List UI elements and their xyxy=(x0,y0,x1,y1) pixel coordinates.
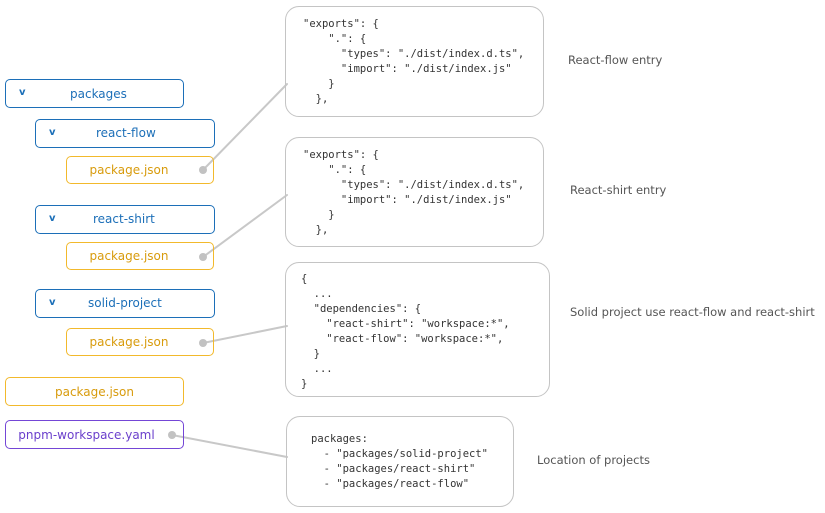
connector-react-flow xyxy=(202,83,288,171)
code-react-flow: "exports": { ".": { "types": "./dist/ind… xyxy=(303,18,525,105)
code-workspace: packages: - "packages/solid-project" - "… xyxy=(311,433,489,490)
code-box-workspace-packages: packages: - "packages/solid-project" - "… xyxy=(286,416,514,507)
code-box-react-shirt-exports: "exports": { ".": { "types": "./dist/ind… xyxy=(285,137,544,247)
chevron-down-icon: v xyxy=(49,297,56,308)
file-root-package-json[interactable]: package.json xyxy=(5,377,184,406)
anchor-dot-react-flow xyxy=(199,166,207,174)
folder-react-shirt[interactable]: v react-shirt xyxy=(35,205,215,234)
folder-react-flow[interactable]: v react-flow xyxy=(35,119,215,148)
anchor-dot-react-shirt xyxy=(199,253,207,261)
code-react-shirt: "exports": { ".": { "types": "./dist/ind… xyxy=(303,149,525,236)
anchor-dot-workspace xyxy=(168,431,176,439)
chevron-down-icon: v xyxy=(49,213,56,224)
chevron-down-icon: v xyxy=(49,127,56,138)
code-solid-project: { ... "dependencies": { "react-shirt": "… xyxy=(301,273,510,390)
file-label: package.json xyxy=(89,335,169,349)
file-react-shirt-package-json[interactable]: package.json xyxy=(66,242,214,270)
file-react-flow-package-json[interactable]: package.json xyxy=(66,156,214,184)
file-label: package.json xyxy=(89,249,169,263)
code-box-solid-project-dependencies: { ... "dependencies": { "react-shirt": "… xyxy=(285,262,550,397)
folder-packages[interactable]: v packages xyxy=(5,79,184,108)
folder-solid-project-label: solid-project xyxy=(88,296,162,310)
note-react-flow-entry: React-flow entry xyxy=(568,53,663,67)
file-label: package.json xyxy=(89,163,169,177)
anchor-dot-solid-project xyxy=(199,339,207,347)
connector-workspace xyxy=(171,434,288,458)
chevron-down-icon: v xyxy=(19,87,26,98)
folder-react-flow-label: react-flow xyxy=(96,126,156,140)
file-label: package.json xyxy=(54,384,134,399)
file-solid-project-package-json[interactable]: package.json xyxy=(66,328,214,356)
connector-react-shirt xyxy=(202,194,288,258)
note-solid-project: Solid project use react-flow and react-s… xyxy=(570,305,815,319)
folder-packages-label: packages xyxy=(70,87,127,101)
folder-solid-project[interactable]: v solid-project xyxy=(35,289,215,318)
folder-react-shirt-label: react-shirt xyxy=(93,212,155,226)
note-location-of-projects: Location of projects xyxy=(537,453,650,467)
file-pnpm-workspace-yaml[interactable]: pnpm-workspace.yaml xyxy=(5,420,184,449)
note-react-shirt-entry: React-shirt entry xyxy=(570,183,667,197)
connector-solid-project xyxy=(202,325,288,344)
code-box-react-flow-exports: "exports": { ".": { "types": "./dist/ind… xyxy=(285,6,544,117)
file-label: pnpm-workspace.yaml xyxy=(18,427,155,442)
